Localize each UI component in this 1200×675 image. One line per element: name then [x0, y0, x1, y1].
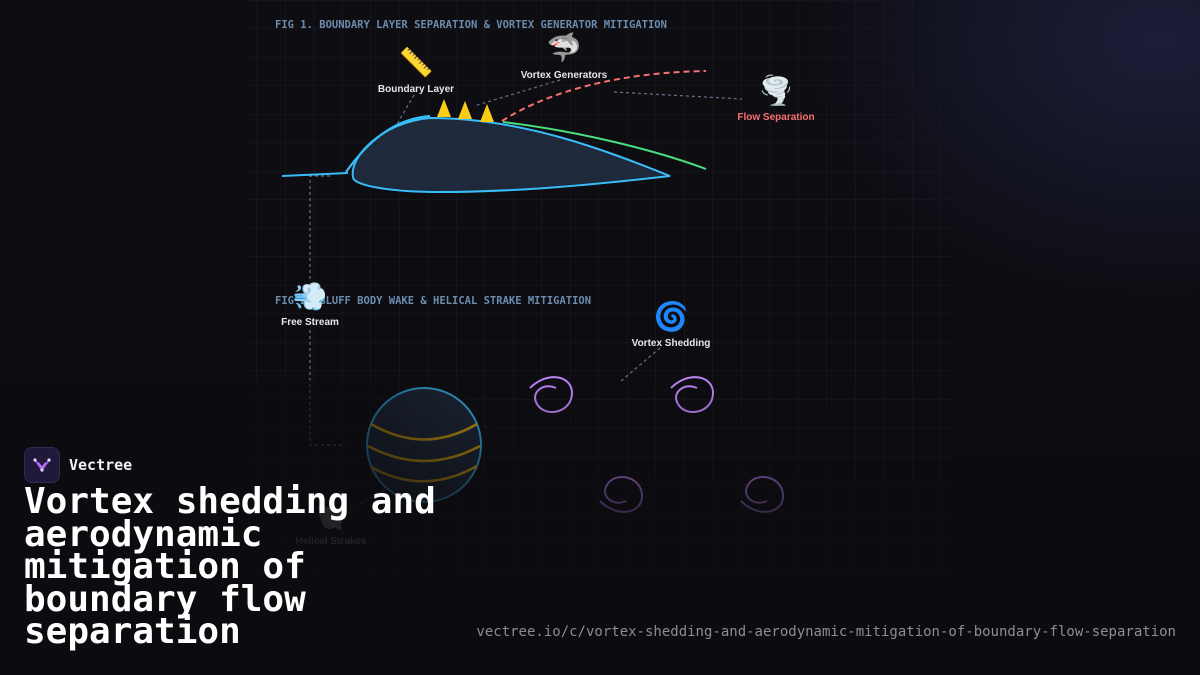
cyclone-icon: 🌀: [654, 299, 689, 333]
ruler-icon: 📏: [399, 46, 434, 79]
connector-vortex-generators: [473, 79, 561, 107]
node-label-vortex-shedding: Vortex Shedding: [632, 338, 711, 349]
node-label-flow-separation: Flow Separation: [737, 112, 814, 123]
vortex-generator-fin: [480, 104, 494, 122]
attached-flow-line: [502, 121, 707, 170]
free-stream-line: [281, 172, 349, 177]
airfoil: [351, 116, 671, 194]
vectree-logo-glyph: [33, 458, 51, 472]
brand-name: Vectree: [69, 456, 133, 474]
fig2-title: FIG 2. BLUFF BODY WAKE & HELICAL STRAKE …: [275, 295, 591, 307]
page-url[interactable]: vectree.io/c/vortex-shedding-and-aerodyn…: [476, 624, 1176, 640]
vortex-generator-fins: [437, 99, 494, 122]
vortex-generator-fin: [437, 99, 451, 117]
separated-flow-line: [501, 70, 707, 122]
fig1-title: FIG 1. BOUNDARY LAYER SEPARATION & VORTE…: [275, 19, 667, 31]
vortex-generator-fin: [458, 101, 472, 119]
page-title: Vortex shedding and aerodynamic mitigati…: [24, 481, 436, 652]
brand: Vectree: [24, 447, 132, 483]
node-label-free-stream: Free Stream: [281, 317, 339, 328]
connector-free-stream-upper: [309, 175, 330, 282]
shark-icon: 🦈: [547, 31, 582, 64]
wind-icon: 💨: [293, 280, 328, 313]
tornado-icon: 🌪️: [759, 73, 794, 107]
boundary-layer-curve: [345, 114, 431, 173]
vectree-logo-icon: [24, 447, 60, 483]
node-label-boundary-layer: Boundary Layer: [378, 84, 454, 95]
node-label-vortex-generators: Vortex Generators: [521, 70, 608, 81]
